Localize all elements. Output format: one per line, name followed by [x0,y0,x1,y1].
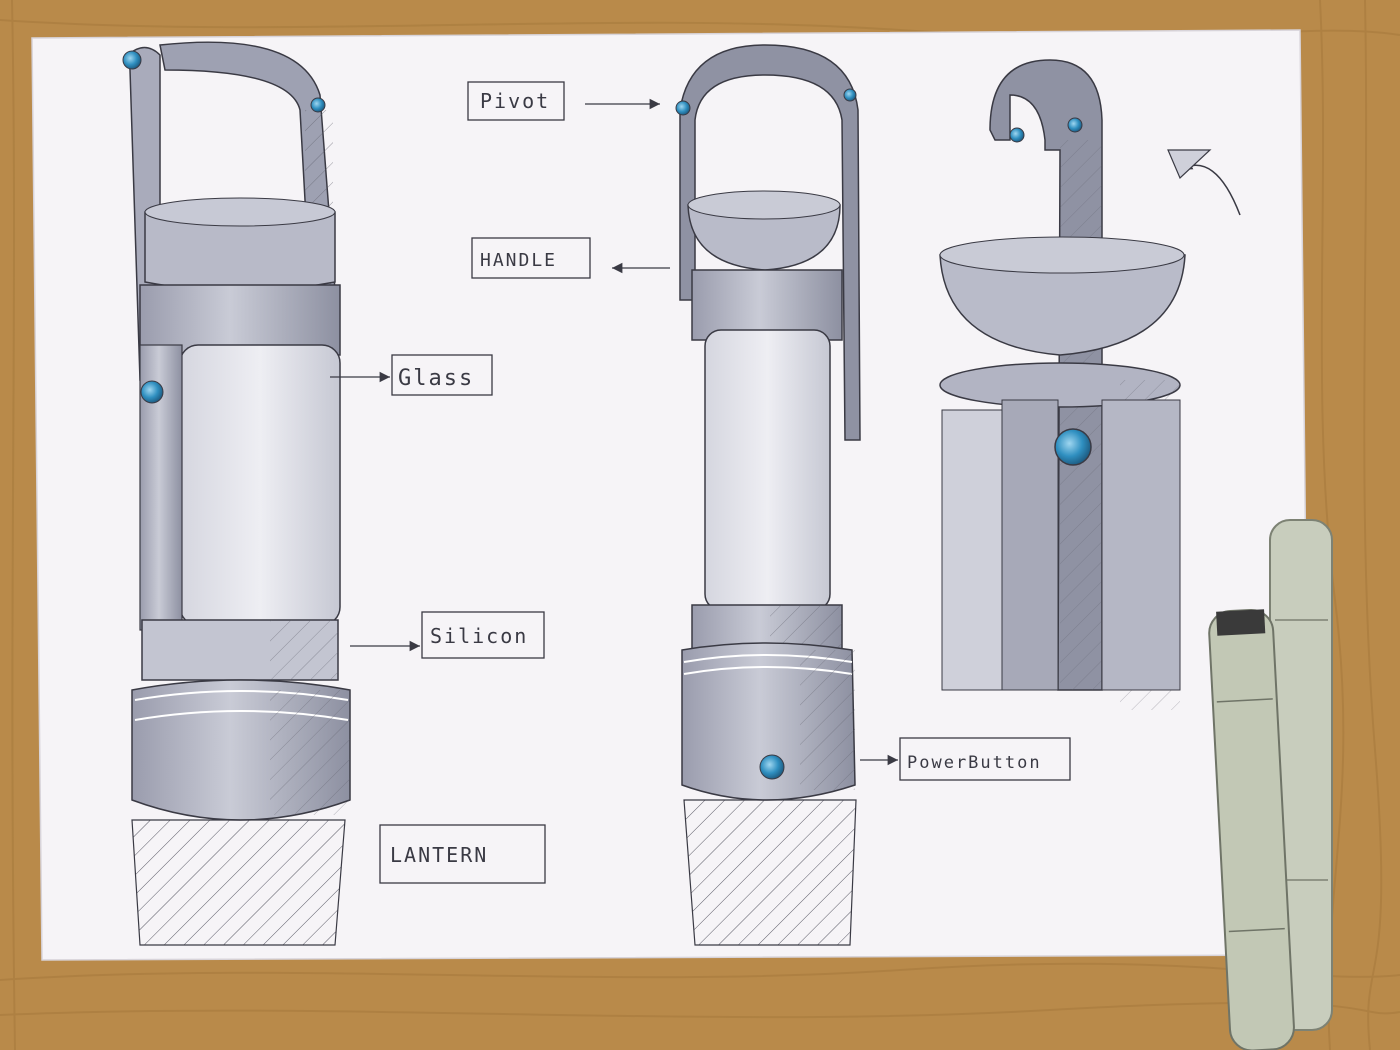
label-glass-text: Glass [398,366,474,391]
label-lantern: LANTERN [379,824,546,884]
lantern-sketch-middle [675,44,861,946]
label-pivot-text: Pivot [480,89,550,113]
label-silicon-text: Silicon [430,624,528,648]
label-lantern-text: LANTERN [390,843,488,867]
label-power-button-text: PowerButton [907,753,1042,773]
lantern-sketch-right [939,59,1241,710]
lantern-sketch-left [122,41,351,946]
label-pivot: Pivot [467,81,660,121]
label-glass: Glass [330,354,493,396]
label-power-button: PowerButton [860,737,1071,781]
label-handle-text: HANDLE [480,250,557,271]
label-silicon: Silicon [350,611,545,659]
label-handle: HANDLE [471,237,670,279]
